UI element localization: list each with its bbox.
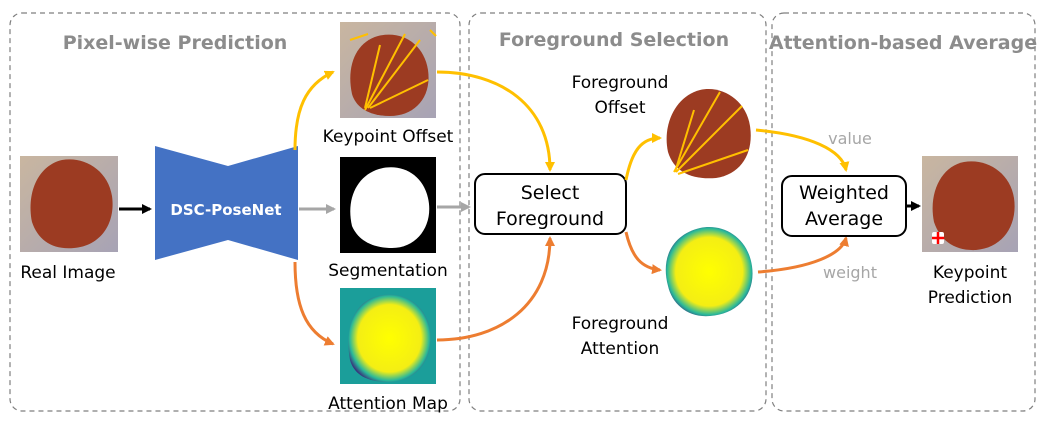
caption-keypoint-offset: Keypoint Offset (323, 127, 454, 147)
average-box-line2: Average (805, 208, 883, 230)
caption-fg-offset-line2: Offset (594, 98, 645, 118)
arrow-select-to-fg-offset (624, 133, 662, 181)
weighted-average-box: Weighted Average (781, 175, 907, 237)
attention-map-image (340, 288, 436, 384)
caption-prediction-line2: Prediction (928, 288, 1012, 308)
keypoint-marker-icon (932, 232, 944, 244)
caption-segmentation: Segmentation (328, 261, 447, 281)
edge-label-weight: weight (823, 263, 877, 282)
network-label: DSC-PoseNet (170, 201, 281, 219)
select-box-line1: Select (521, 182, 580, 204)
real-image (20, 156, 118, 252)
arrow-net-to-attention (293, 261, 335, 346)
segmentation-image (340, 157, 436, 253)
panel-title-foreground: Foreground Selection (499, 29, 729, 51)
arrow-offset-to-select (436, 70, 555, 172)
caption-fg-offset-line1: Foreground (572, 73, 669, 93)
panel-attention: Attention-based Average (769, 12, 1037, 412)
caption-attention-map: Attention Map (328, 394, 448, 414)
caption-fg-attention-line1: Foreground (572, 314, 669, 334)
foreground-attention-image (665, 227, 753, 317)
caption-fg-attention-line2: Attention (581, 339, 659, 359)
caption-prediction-line1: Keypoint (933, 263, 1008, 283)
arrow-net-to-offset (293, 70, 335, 151)
select-foreground-box: Select Foreground (474, 173, 627, 235)
caption-real-image: Real Image (20, 263, 115, 283)
arrow-fg-offset-to-average (755, 128, 850, 172)
panel-foreground: Foreground Selection (468, 12, 767, 412)
panel-pixelwise: Pixel-wise Prediction (9, 12, 461, 412)
dsc-posenet-block: DSC-PoseNet (155, 146, 298, 260)
keypoint-prediction-image (922, 156, 1018, 252)
panel-title-attention: Attention-based Average (769, 32, 1037, 54)
arrow-select-to-fg-attention (624, 231, 662, 275)
edge-label-value: value (828, 129, 872, 148)
keypoint-offset-image (340, 22, 437, 118)
foreground-offset-image (666, 89, 751, 179)
arrow-fg-attention-to-average (757, 236, 849, 274)
panel-title-pixelwise: Pixel-wise Prediction (63, 32, 288, 54)
average-box-line1: Weighted (799, 182, 889, 204)
arrow-attention-to-select (436, 236, 555, 342)
select-box-line2: Foreground (496, 208, 604, 230)
